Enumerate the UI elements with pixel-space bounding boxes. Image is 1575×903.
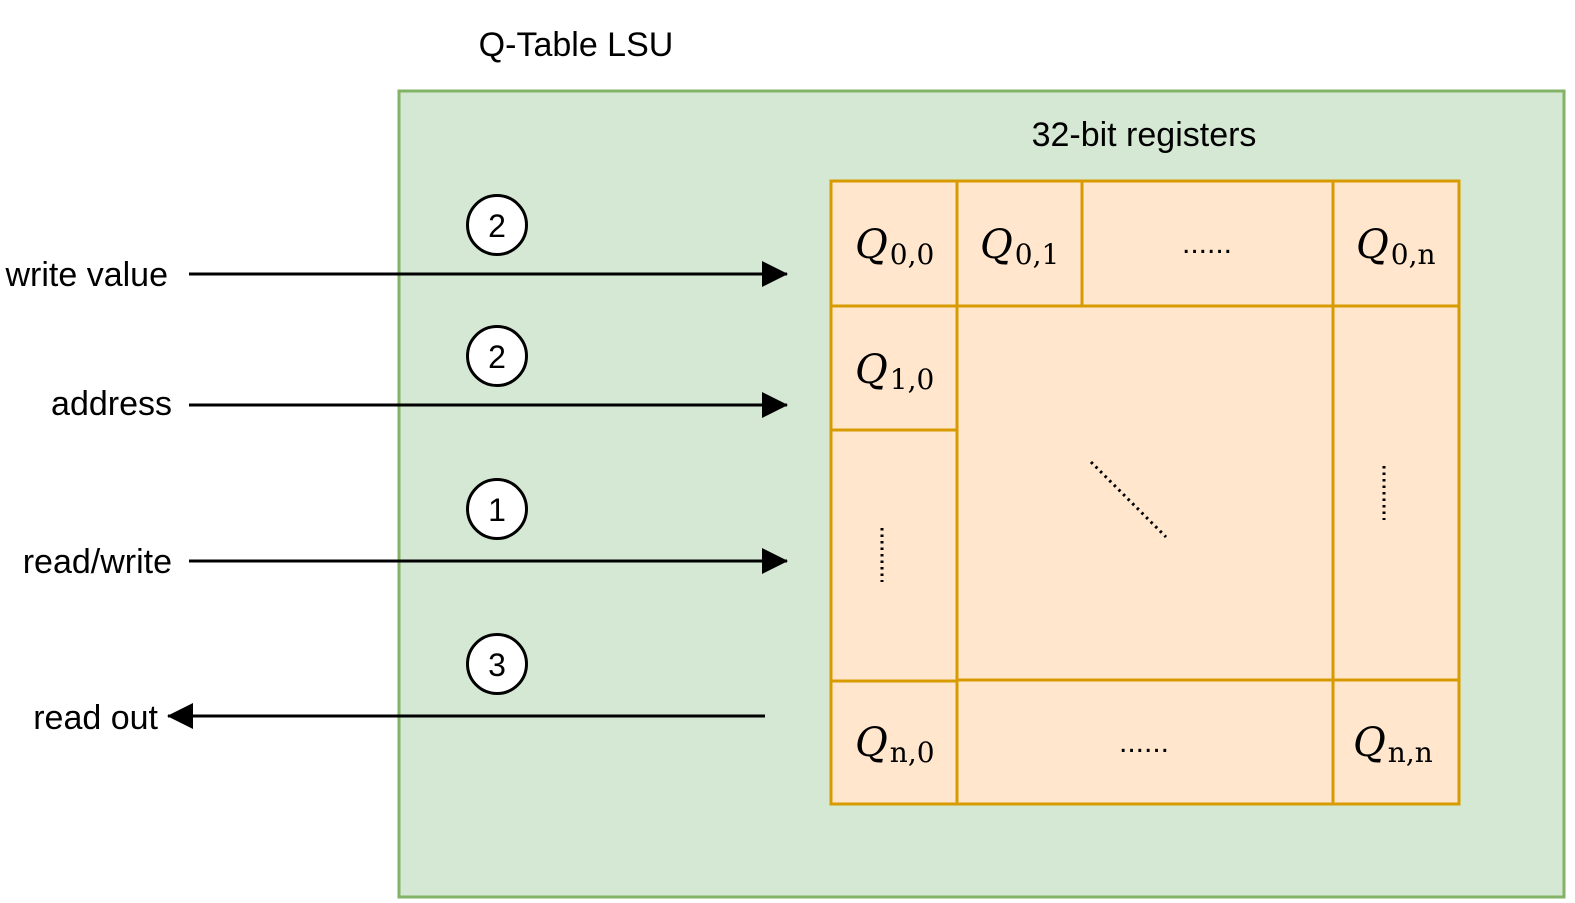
cell-q10	[829, 304, 959, 432]
cell-center-diagonal	[955, 304, 1335, 682]
label-q00: Q0,0	[855, 222, 934, 271]
cell-left-ellipsis	[829, 428, 959, 683]
cell-right-ellipsis	[1331, 304, 1461, 682]
cell-bottom-ellipsis	[955, 678, 1335, 806]
label-qnn: Qn,n	[1353, 720, 1433, 769]
step-number-write-value: 2	[488, 208, 506, 244]
register-label: 32-bit registers	[1032, 116, 1257, 154]
step-circle-read-out	[466, 633, 528, 695]
step-circle-address	[466, 325, 528, 387]
label-qn0: Qn,0	[855, 720, 935, 769]
bottom-ellipsis: ......	[1119, 726, 1169, 759]
diagram-title: Q-Table LSU	[479, 26, 674, 64]
signal-label-write-value: write value	[4, 256, 168, 294]
step-circle-read-write	[466, 478, 528, 540]
step-number-read-write: 1	[488, 492, 506, 528]
lsu-container-border	[397, 89, 1566, 899]
cell-qnn	[1331, 678, 1461, 806]
cell-qn0	[829, 679, 959, 806]
register-grid	[829, 179, 1461, 806]
center-diagonal-dots	[1089, 460, 1168, 539]
label-q10: Q1,0	[855, 347, 934, 396]
label-q0n: Q0,n	[1356, 222, 1436, 271]
step-number-address: 2	[488, 339, 506, 375]
step-circle-write-value	[466, 194, 528, 256]
label-q01: Q0,1	[980, 222, 1059, 271]
signal-label-read-write: read/write	[23, 543, 172, 581]
cell-q00	[829, 179, 959, 308]
signal-label-read-out: read out	[33, 699, 158, 737]
step-number-read-out: 3	[488, 647, 506, 683]
top-ellipsis: ......	[1182, 227, 1232, 260]
signal-label-address: address	[51, 385, 172, 423]
